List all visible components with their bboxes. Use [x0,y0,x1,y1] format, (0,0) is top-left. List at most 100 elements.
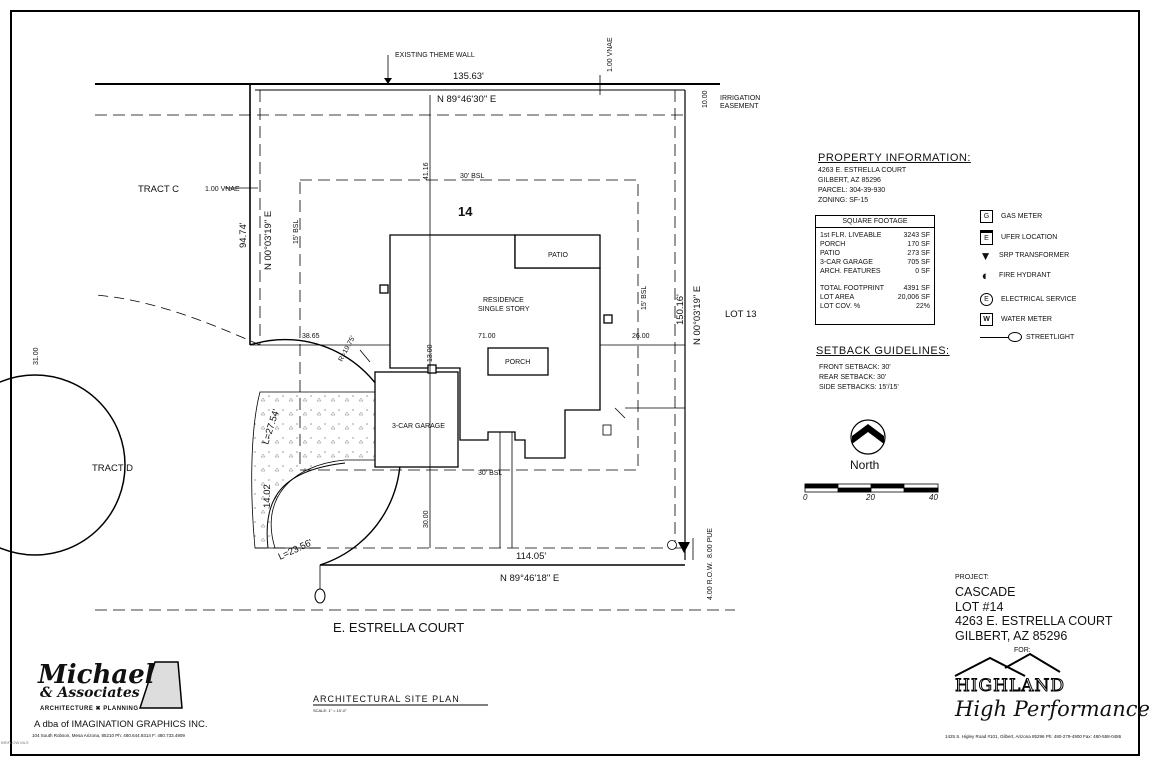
dim-10: 10.00 [702,90,709,108]
electrical-icon: E [980,293,993,306]
tract-c-label: TRACT C [138,184,179,195]
vnae-left-label: 1.00 VNAE [205,186,240,193]
bsl-left: 15' BSL [293,220,300,244]
project-city: GILBERT, AZ 85296 [955,628,1068,643]
project-label: PROJECT: [955,574,989,581]
project-address: 4263 E. ESTRELLA COURT [955,614,1113,628]
north-length: 135.63' [453,71,484,82]
for-label: FOR: [1014,647,1031,654]
project-block: CASCADE LOT #14 4263 E. ESTRELLA COURT G… [955,585,1112,643]
bsl-front: 30' BSL [478,470,502,477]
dashed-lines [95,90,735,611]
property-line: ZONING: SF-15 [818,197,869,204]
dim-13: 13.00 [427,344,434,362]
architect-associates: & Associates [40,685,140,701]
legend-hydrant: ◐ FIRE HYDRANT [981,268,1051,283]
porch-footprint [487,347,549,376]
property-line: GILBERT, AZ 85296 [818,177,881,184]
driveway [251,391,376,549]
dim-1402: 14.02 [262,484,273,508]
streetlight-line [980,336,1008,338]
highland-roof-logo [954,652,1061,677]
legend-gas-meter: G GAS METER [980,210,1042,223]
south-length: 114.05' [516,551,546,562]
scale-0: 0 [803,493,808,502]
bsl-right: 15' BSL [641,286,648,310]
east-bearing: N 00°03'19" E [692,286,703,345]
plan-scale: SCALE: 1" = 10'-0" [313,708,347,713]
legend-water-meter: W WATER METER [980,313,1052,326]
porch-label: PORCH [505,359,530,366]
irrigation-label: IRRIGATION [720,95,760,102]
legend-electrical: E ELECTRICAL SERVICE [980,293,1076,306]
dim-3865: 38.65 [302,333,320,340]
water-meter-icon: W [980,313,993,326]
dim-2600: 26.00 [632,333,650,340]
sqft-row: LOT COV. %22% [820,303,930,310]
legend-transformer: ▼ SRP TRANSFORMER [979,248,1070,263]
architect-address: 104 South Robson, Mesa Arizona, 85210 Ph… [32,733,185,738]
property-line: PARCEL: 304-39-930 [818,187,886,194]
property-line: 4263 E. ESTRELLA COURT [818,167,907,174]
side-tag: BRIFLOW MLS [1,740,29,745]
patio-label: PATIO [548,252,569,259]
plan-title: ARCHITECTURAL SITE PLAN [313,694,460,704]
easement-label: EASEMENT [720,103,759,110]
builder-address: 1425 S. Higley Road #101, Gilbert, Arizo… [945,734,1122,739]
dim-9474: 94.74' [238,222,249,248]
tract-d-label: TRACT D [92,463,133,474]
north-label: North [850,458,879,472]
property-information: PROPERTY INFORMATION: 4263 E. ESTRELLA C… [818,152,971,206]
curve-note: R=19.75' [338,335,357,363]
ufer-mark [602,424,612,436]
west-bearing: N 00°03'19" E [263,211,274,270]
garage-footprint [374,371,459,468]
single-story-label: SINGLE STORY [478,306,530,313]
electric-mark [667,540,677,550]
setback-line: FRONT SETBACK: 30' [819,364,891,371]
sqft-title: SQUARE FOOTAGE [816,216,934,228]
builder-name: HIGHLAND [954,676,1066,697]
setback-guidelines: SETBACK GUIDELINES: FRONT SETBACK: 30' R… [816,345,950,393]
south-bearing: N 89°46'18" E [500,573,559,584]
vnae-top-label: 1.00 VNAE [607,37,614,72]
project-name: CASCADE [955,585,1016,599]
bsl-rear: 30' BSL [460,173,484,180]
lot-13-label: LOT 13 [725,309,757,320]
tract-d-circle [0,374,126,556]
legend-streetlight: STREETLIGHT [980,332,1074,342]
builder-tagline: High Performance [955,697,1150,721]
architect-sub: ARCHITECTURE ✖ PLANNING [40,706,139,712]
transformer-mark [678,542,690,553]
pue-label: 8.00 PUE [707,528,714,558]
lot-lines [0,83,720,566]
transformer-icon: ▼ [979,248,992,263]
setback-line: SIDE SETBACKS: 15'/15' [819,384,899,391]
dim-7100: 71.00 [478,333,496,340]
ufer-icon: E [980,230,993,245]
residence-footprint [374,234,613,468]
fire-hydrant-icon: ◐ [981,268,990,283]
patio-footprint [514,234,601,269]
north-bearing: N 89°46'30" E [437,94,496,105]
architect-name: Michael [38,660,155,690]
gas-meter-icon: G [980,210,993,223]
garage-label: 3-CAR GARAGE [392,423,445,430]
scale-20: 20 [865,493,875,502]
residence-label: RESIDENCE [483,297,524,304]
architect-dba: A dba of IMAGINATION GRAPHICS INC. [34,719,208,730]
dim-3100: 31.00 [33,347,40,365]
project-lot: LOT #14 [955,599,1004,614]
setback-line: REAR SETBACK: 30' [819,374,887,381]
scale-bar [804,483,939,493]
setback-title: SETBACK GUIDELINES: [816,345,950,357]
streetlight-icon [1008,332,1022,342]
legend-ufer: E UFER LOCATION [980,230,1057,245]
